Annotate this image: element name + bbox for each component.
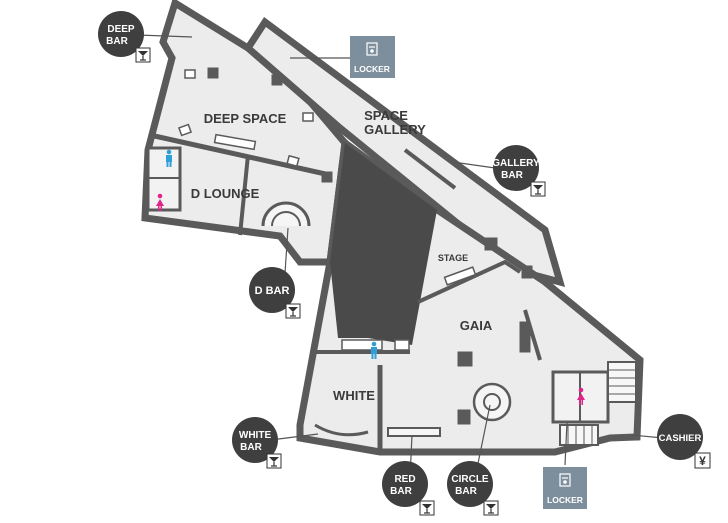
cashier-label: CASHIER [659, 433, 702, 444]
white-bar-label-line2: BAR [240, 442, 262, 453]
red-bar-label-line2: BAR [390, 486, 412, 497]
locker-top-marker[interactable]: LOCKER [350, 36, 395, 78]
cocktail-icon [135, 47, 151, 63]
room-stage: STAGE [438, 253, 468, 263]
male-restroom-icon [166, 149, 172, 167]
locker-top-label: LOCKER [354, 64, 390, 74]
dark-zone [330, 143, 437, 345]
gallery-bar-marker[interactable]: GALLERY BAR [492, 145, 546, 197]
white-bar-label-line1: WHITE [239, 430, 272, 441]
circle-bar-label-line1: CIRCLE [451, 474, 489, 485]
deep-bar-marker[interactable]: DEEP BAR [98, 11, 151, 63]
locker-icon [366, 42, 378, 56]
yen-symbol: ¥ [699, 454, 706, 468]
white-bar-marker[interactable]: WHITE BAR [232, 417, 282, 469]
locker-bottom-marker[interactable]: LOCKER [543, 467, 587, 509]
room-gaia: GAIA [460, 318, 493, 333]
red-bar-label-line1: RED [394, 474, 415, 485]
deep-bar-label-line2: BAR [106, 36, 128, 47]
gallery-bar-label-line1: GALLERY [492, 158, 540, 169]
cocktail-icon [285, 303, 301, 319]
room-space-gallery-line2: GALLERY [364, 122, 426, 137]
male-restroom-icon [371, 341, 377, 359]
room-labels: DEEP SPACE SPACE GALLERY D LOUNGE STAGE … [191, 108, 493, 403]
circle-bar-label-line2: BAR [455, 486, 477, 497]
deep-bar-label-line1: DEEP [107, 24, 135, 35]
locker-bottom-label: LOCKER [547, 495, 583, 505]
female-restroom-icon [156, 193, 164, 211]
room-white: WHITE [333, 388, 375, 403]
locker-icon [559, 473, 571, 487]
cocktail-icon [530, 181, 546, 197]
circle-bar-marker[interactable]: CIRCLE BAR [447, 461, 499, 516]
room-space-gallery-line1: SPACE [364, 108, 408, 123]
interior-walls [146, 67, 637, 450]
cocktail-icon [483, 500, 499, 516]
red-bar-marker[interactable]: RED BAR [382, 461, 435, 516]
d-bar-label: D BAR [255, 285, 290, 297]
gallery-bar-label-line2: BAR [501, 170, 523, 181]
cashier-marker[interactable]: CASHIER ¥ [657, 414, 711, 469]
female-restroom-icon [577, 387, 585, 405]
cocktail-icon [266, 453, 282, 469]
cocktail-icon [419, 500, 435, 516]
room-deep-space: DEEP SPACE [204, 111, 287, 126]
room-d-lounge: D LOUNGE [191, 186, 260, 201]
d-bar-marker[interactable]: D BAR [249, 267, 301, 319]
yen-icon [694, 452, 711, 469]
